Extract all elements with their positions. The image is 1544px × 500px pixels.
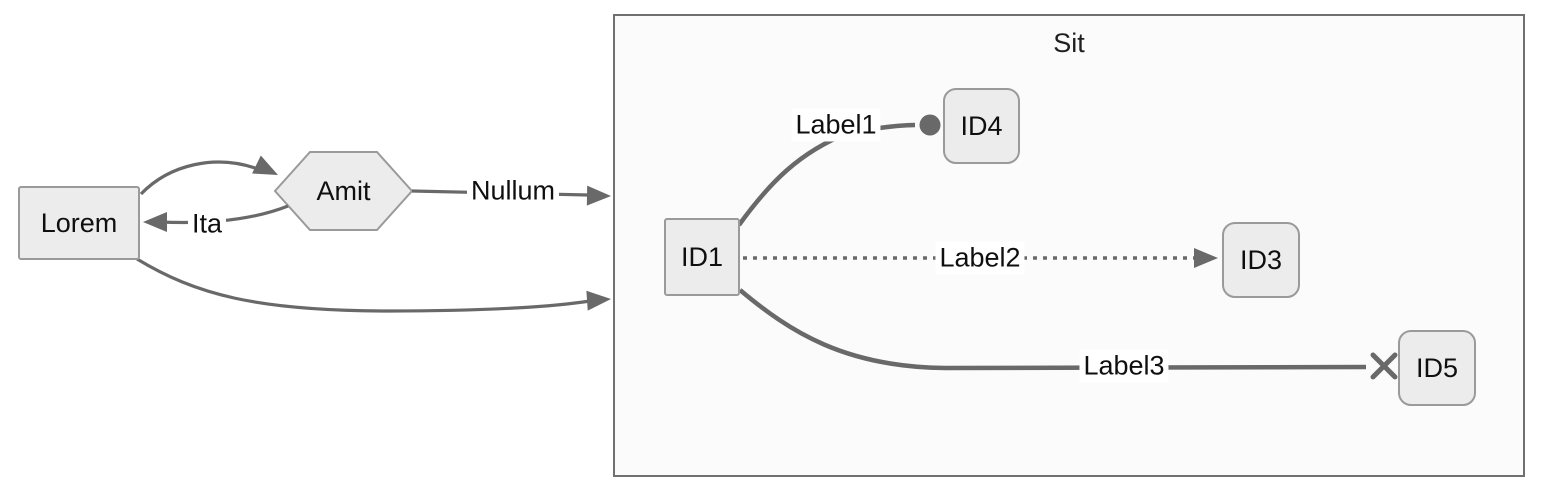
node-id5-label: ID5 [1415,352,1459,383]
subgraph-sit-title: Sit [1053,28,1085,58]
arrowhead-lorem-amit [252,155,278,175]
node-id4: ID4 [943,88,1020,164]
node-amit-label: Amit [316,175,371,206]
edge-lorem-amit [139,160,259,196]
arrowhead-amit-lorem [143,212,167,232]
edge-label-label2: Label2 [935,241,1025,275]
edge-label-label3: Label3 [1079,349,1169,383]
circlehead-id1-id4 [919,114,941,136]
edge-label-label1: Label1 [791,108,881,142]
node-id5: ID5 [1398,330,1476,406]
crosshead-id1-id5 [1370,352,1398,380]
edge-label-nullum: Nullum [466,174,560,208]
node-id3: ID3 [1222,222,1300,298]
edge-amit-lorem [159,204,289,225]
edge-lorem-sit [136,257,591,313]
subgraph-sit [613,14,1525,477]
hexagon-shape-amit [273,151,414,231]
node-amit: Amit [275,152,412,230]
node-id4-label: ID4 [960,110,1003,141]
arrowhead-lorem-sit [586,290,611,311]
node-lorem-label: Lorem [40,207,118,238]
node-id3-label: ID3 [1239,244,1283,275]
arrowhead-amit-sit [586,185,611,206]
node-lorem: Lorem [18,186,140,260]
node-id1-label: ID1 [680,241,724,272]
node-id1: ID1 [664,218,740,296]
edge-label-ita: Ita [187,207,227,241]
arrowhead-id1-id3 [1194,248,1218,268]
edge-id1-id5 [738,288,1367,371]
